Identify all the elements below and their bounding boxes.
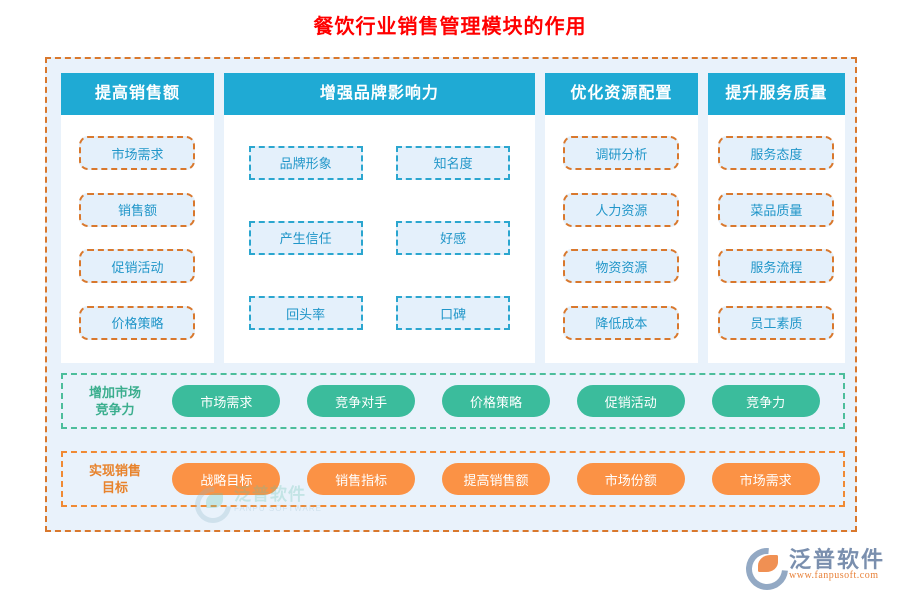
band-label-line2: 目标	[101, 480, 128, 495]
pill-item[interactable]: 促销活动	[576, 385, 685, 417]
band-pills-competitiveness: 市场需求 竞争对手 价格策略 促销活动 竞争力	[159, 385, 843, 417]
column-body-4: 服务态度 菜品质量 服务流程 员工素质	[708, 115, 845, 363]
chip-item[interactable]: 菜品质量	[718, 192, 835, 227]
chip-item[interactable]: 调研分析	[563, 136, 680, 171]
chip-item[interactable]: 品牌形象	[248, 145, 363, 180]
pill-item[interactable]: 市场份额	[576, 463, 685, 495]
band-pills-sales-goal: 战略目标 销售指标 提高销售额 市场份额 市场需求	[159, 463, 843, 495]
pill-item[interactable]: 销售指标	[307, 463, 416, 495]
chip-item[interactable]: 回头率	[248, 296, 363, 331]
brand-logo: 泛普软件 www.fanpusoft.com	[745, 546, 885, 584]
band-label-line1: 增加市场	[88, 385, 141, 400]
chip-item[interactable]: 服务流程	[718, 249, 835, 284]
fanpu-brand-icon	[745, 546, 785, 584]
column-body-2: 品牌形象 产生信任 回头率 知名度 好感 口碑	[224, 115, 535, 363]
column-header-2: 增强品牌影响力	[223, 73, 535, 115]
page-title: 餐饮行业销售管理模块的作用	[313, 16, 587, 38]
chip-item[interactable]: 口碑	[396, 296, 511, 331]
chip-item[interactable]: 降低成本	[563, 305, 680, 340]
column-2-right-group: 知名度 好感 口碑	[379, 125, 526, 351]
brand-name-cn: 泛普软件	[789, 547, 886, 573]
chip-item[interactable]: 知名度	[396, 145, 511, 180]
chip-item[interactable]: 价格策略	[79, 305, 196, 340]
pill-item[interactable]: 市场需求	[172, 385, 281, 417]
column-panel-4: 提升服务质量 服务态度 菜品质量 服务流程 员工素质	[707, 73, 845, 363]
brand-website: www.fanpusoft.com	[789, 570, 879, 582]
chip-item[interactable]: 促销活动	[79, 249, 196, 284]
column-header-4: 提升服务质量	[707, 73, 845, 115]
column-panel-2: 增强品牌影响力 品牌形象 产生信任 回头率 知名度 好感 口碑	[223, 73, 535, 363]
band-label-line2: 竞争力	[95, 402, 135, 417]
chip-item[interactable]: 好感	[396, 220, 511, 255]
chip-item[interactable]: 销售额	[79, 192, 196, 227]
column-panel-1: 提高销售额 市场需求 销售额 促销活动 价格策略	[61, 73, 214, 363]
column-body-3: 调研分析 人力资源 物资资源 降低成本	[545, 115, 698, 363]
band-label-sales-goal: 实现销售 目标	[63, 462, 159, 496]
chip-item[interactable]: 人力资源	[563, 192, 680, 227]
chip-item[interactable]: 产生信任	[248, 220, 363, 255]
pill-item[interactable]: 提高销售额	[441, 463, 550, 495]
pill-item[interactable]: 市场需求	[711, 463, 820, 495]
diagram-container: 提高销售额 市场需求 销售额 促销活动 价格策略 增强品牌影响力 品牌形象 产生…	[45, 57, 857, 532]
band-label-line1: 实现销售	[88, 463, 141, 478]
brand-text: 泛普软件 www.fanpusoft.com	[789, 548, 885, 582]
columns-region: 提高销售额 市场需求 销售额 促销活动 价格策略 增强品牌影响力 品牌形象 产生…	[61, 73, 845, 363]
band-label-competitiveness: 增加市场 竞争力	[63, 384, 159, 418]
pill-item[interactable]: 竞争力	[711, 385, 820, 417]
column-header-1: 提高销售额	[61, 73, 214, 115]
chip-item[interactable]: 服务态度	[718, 136, 835, 171]
band-row-competitiveness: 增加市场 竞争力 市场需求 竞争对手 价格策略 促销活动 竞争力	[61, 373, 845, 429]
pill-item[interactable]: 价格策略	[441, 385, 550, 417]
chip-item[interactable]: 物资资源	[563, 249, 680, 284]
column-2-left-group: 品牌形象 产生信任 回头率	[232, 125, 379, 351]
chip-item[interactable]: 员工素质	[718, 305, 835, 340]
column-header-3: 优化资源配置	[544, 73, 698, 115]
pill-item[interactable]: 战略目标	[172, 463, 281, 495]
chip-item[interactable]: 市场需求	[79, 136, 196, 171]
band-row-sales-goal: 实现销售 目标 战略目标 销售指标 提高销售额 市场份额 市场需求	[61, 451, 845, 507]
column-panel-3: 优化资源配置 调研分析 人力资源 物资资源 降低成本	[544, 73, 698, 363]
column-body-1: 市场需求 销售额 促销活动 价格策略	[61, 115, 214, 363]
pill-item[interactable]: 竞争对手	[307, 385, 416, 417]
